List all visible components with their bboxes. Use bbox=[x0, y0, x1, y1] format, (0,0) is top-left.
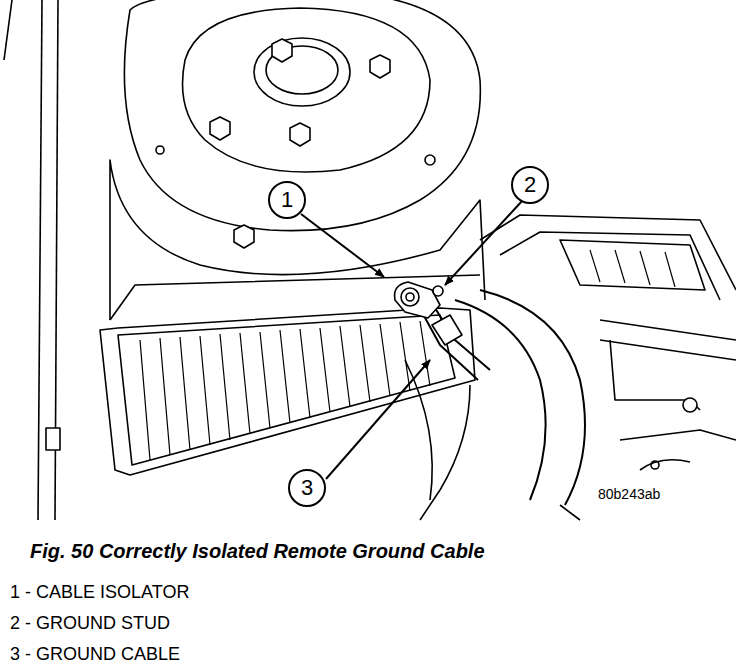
legend-entry: 2 - GROUND STUD bbox=[10, 613, 170, 634]
callout-number: 2 bbox=[524, 174, 536, 196]
callout-circle: 1 bbox=[268, 181, 306, 219]
callout-number: 3 bbox=[301, 477, 313, 499]
figure-code: 80b243ab bbox=[598, 486, 660, 502]
callout-circle: 3 bbox=[288, 469, 326, 507]
callout-circle: 2 bbox=[511, 166, 549, 204]
figure-caption: Fig. 50 Correctly Isolated Remote Ground… bbox=[30, 540, 485, 563]
callout-number: 1 bbox=[281, 189, 293, 211]
legend-entry: 1 - CABLE ISOLATOR bbox=[10, 582, 189, 603]
legend-entry: 3 - GROUND CABLE bbox=[10, 644, 180, 665]
